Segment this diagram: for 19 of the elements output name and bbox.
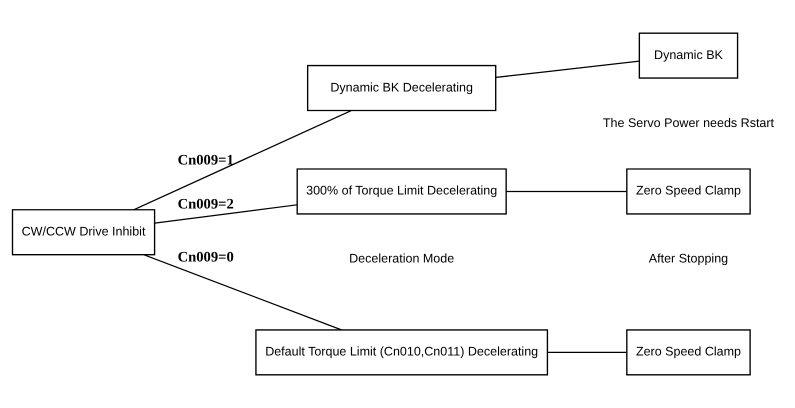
edge-label: Cn009=1 <box>178 152 234 169</box>
label: After Stopping <box>648 252 728 266</box>
node-box: Dynamic BK <box>638 32 738 79</box>
node-box: Zero Speed Clamp <box>626 168 751 215</box>
connector <box>506 190 627 192</box>
node-box: 300% of Torque Limit Decelerating <box>296 168 507 215</box>
label: Deceleration Mode <box>349 252 454 266</box>
connector <box>144 254 342 330</box>
connector <box>134 110 352 210</box>
node-label: The Servo Power needs Rstart <box>602 116 774 130</box>
node-box: CW/CCW Drive Inhibit <box>12 209 156 256</box>
connector <box>154 204 298 224</box>
edge-label: Cn009=0 <box>178 250 234 266</box>
connector <box>548 352 627 353</box>
node-box: Default Torque Limit (Cn010,Cn011) Decelerating <box>255 329 548 376</box>
node-box: Zero Speed Clamp <box>626 329 751 376</box>
edge-label: Cn009=2 <box>178 196 234 212</box>
connector <box>496 60 640 78</box>
node-box: Dynamic BK Decelerating <box>306 64 496 112</box>
